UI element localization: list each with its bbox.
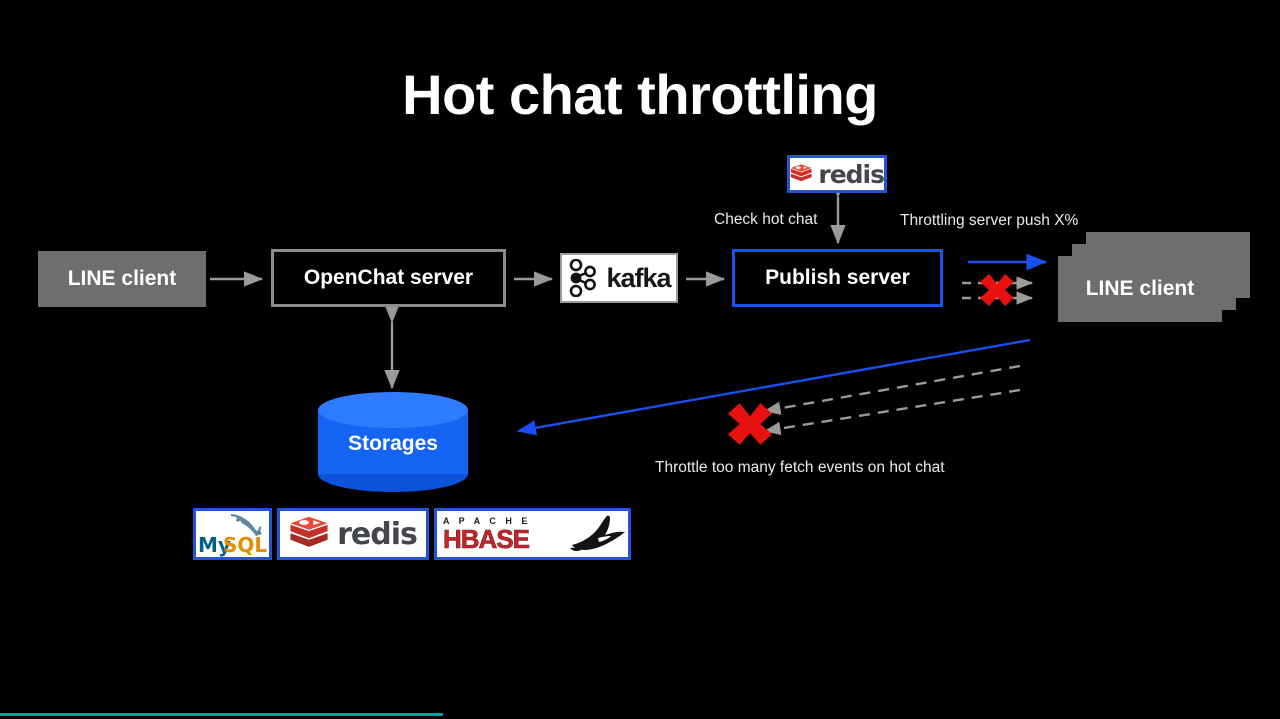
redis-icon xyxy=(790,164,812,182)
node-label: LINE client xyxy=(1085,277,1195,300)
stack-sheet-front: LINE client xyxy=(1058,256,1222,322)
hbase-wordmark: HBASE xyxy=(443,523,531,554)
redis-wordmark: redis xyxy=(337,516,418,552)
cylinder-top xyxy=(318,392,468,428)
red-x-icon-push xyxy=(980,274,1014,306)
logo-mysql[interactable]: My SQL . xyxy=(193,508,272,560)
svg-text:My: My xyxy=(198,533,231,557)
node-label: OpenChat server xyxy=(303,266,474,289)
node-storages[interactable]: Storages xyxy=(318,392,468,492)
label-throttle-fetch: Throttle too many fetch events on hot ch… xyxy=(655,459,945,476)
redis-icon xyxy=(290,516,328,547)
node-label: Storages xyxy=(348,432,438,455)
label-check-hot-chat: Check hot chat xyxy=(714,211,818,228)
logo-redis-bottom[interactable]: redis xyxy=(277,508,429,560)
arrow-fetch-blocked-2 xyxy=(763,388,1021,436)
svg-text:.: . xyxy=(263,545,266,555)
apache-wordmark: A P A C H E xyxy=(443,515,531,526)
svg-text:SQL: SQL xyxy=(223,533,267,557)
slide-progress-bar xyxy=(0,713,443,716)
redis-wordmark: redis xyxy=(818,159,884,189)
node-openchat-server[interactable]: OpenChat server xyxy=(271,249,506,307)
arrow-fetch-blue xyxy=(516,338,1031,436)
red-x-icon-fetch xyxy=(727,403,773,445)
logo-hbase[interactable]: A P A C H E HBASE xyxy=(434,508,631,560)
node-kafka[interactable]: kafka xyxy=(560,253,678,303)
node-line-client-right[interactable]: LINE client xyxy=(1058,232,1250,322)
page-title: Hot chat throttling xyxy=(402,63,878,126)
node-publish-server[interactable]: Publish server xyxy=(732,249,943,307)
mysql-icon: My SQL . xyxy=(198,513,267,557)
logo-redis-top[interactable]: redis xyxy=(787,155,887,193)
kafka-icon xyxy=(570,259,597,297)
arrow-fetch-blocked-1 xyxy=(763,364,1021,415)
node-label: Publish server xyxy=(765,266,910,289)
label-throttling-push: Throttling server push X% xyxy=(900,212,1079,229)
kafka-wordmark: kafka xyxy=(606,262,671,293)
node-line-client-left[interactable]: LINE client xyxy=(38,251,206,307)
node-label: LINE client xyxy=(67,267,177,290)
orca-icon xyxy=(570,515,625,552)
